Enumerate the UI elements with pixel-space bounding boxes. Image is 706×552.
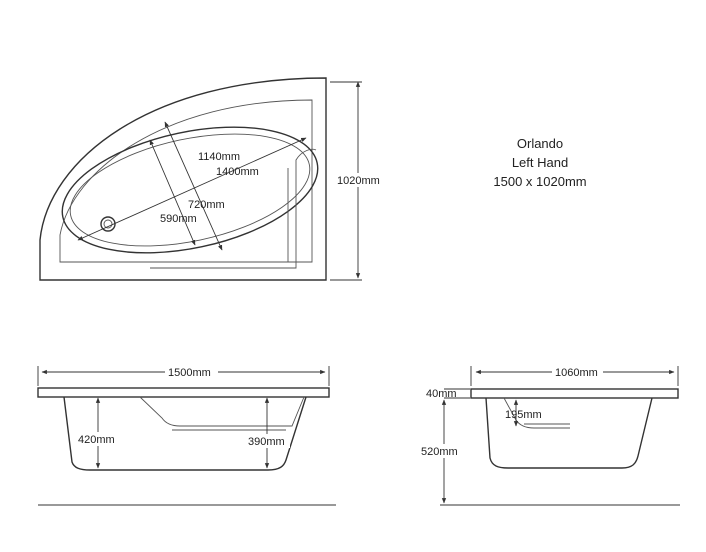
- side-view: 1060mm 40mm 195mm 520mm: [420, 366, 680, 506]
- caption-model: Orlando: [517, 136, 563, 151]
- plan-width-line-b: [164, 121, 223, 251]
- front-view: 1500mm 420mm 390mm: [37, 366, 336, 506]
- side-label-40: 40mm: [426, 388, 457, 400]
- front-label-420: 420mm: [78, 434, 115, 446]
- plan-inner-rim: [59, 99, 313, 263]
- plan-outer-outline: [39, 77, 327, 281]
- plan-view: 1140mm 1400mm 720mm 590mm 1020mm: [39, 77, 382, 281]
- front-label-1500: 1500mm: [168, 367, 211, 379]
- side-rim: [470, 388, 679, 399]
- plan-width-line-a: [149, 139, 196, 246]
- front-body: [63, 396, 307, 471]
- plan-label-1400: 1400mm: [216, 166, 259, 178]
- plan-label-1020: 1020mm: [337, 175, 380, 187]
- side-body: [485, 397, 653, 469]
- model-caption: Orlando Left Hand 1500 x 1020mm: [493, 136, 586, 189]
- caption-hand: Left Hand: [512, 155, 568, 170]
- front-rim: [37, 387, 330, 398]
- side-label-195: 195mm: [505, 409, 542, 421]
- plan-label-590: 590mm: [160, 213, 197, 225]
- plan-label-720: 720mm: [188, 199, 225, 211]
- plan-label-1140: 1140mm: [198, 151, 240, 163]
- side-label-1060: 1060mm: [555, 367, 598, 379]
- front-label-390: 390mm: [248, 436, 285, 448]
- front-seat: [139, 396, 305, 427]
- caption-size: 1500 x 1020mm: [493, 174, 586, 189]
- side-label-520: 520mm: [421, 446, 458, 458]
